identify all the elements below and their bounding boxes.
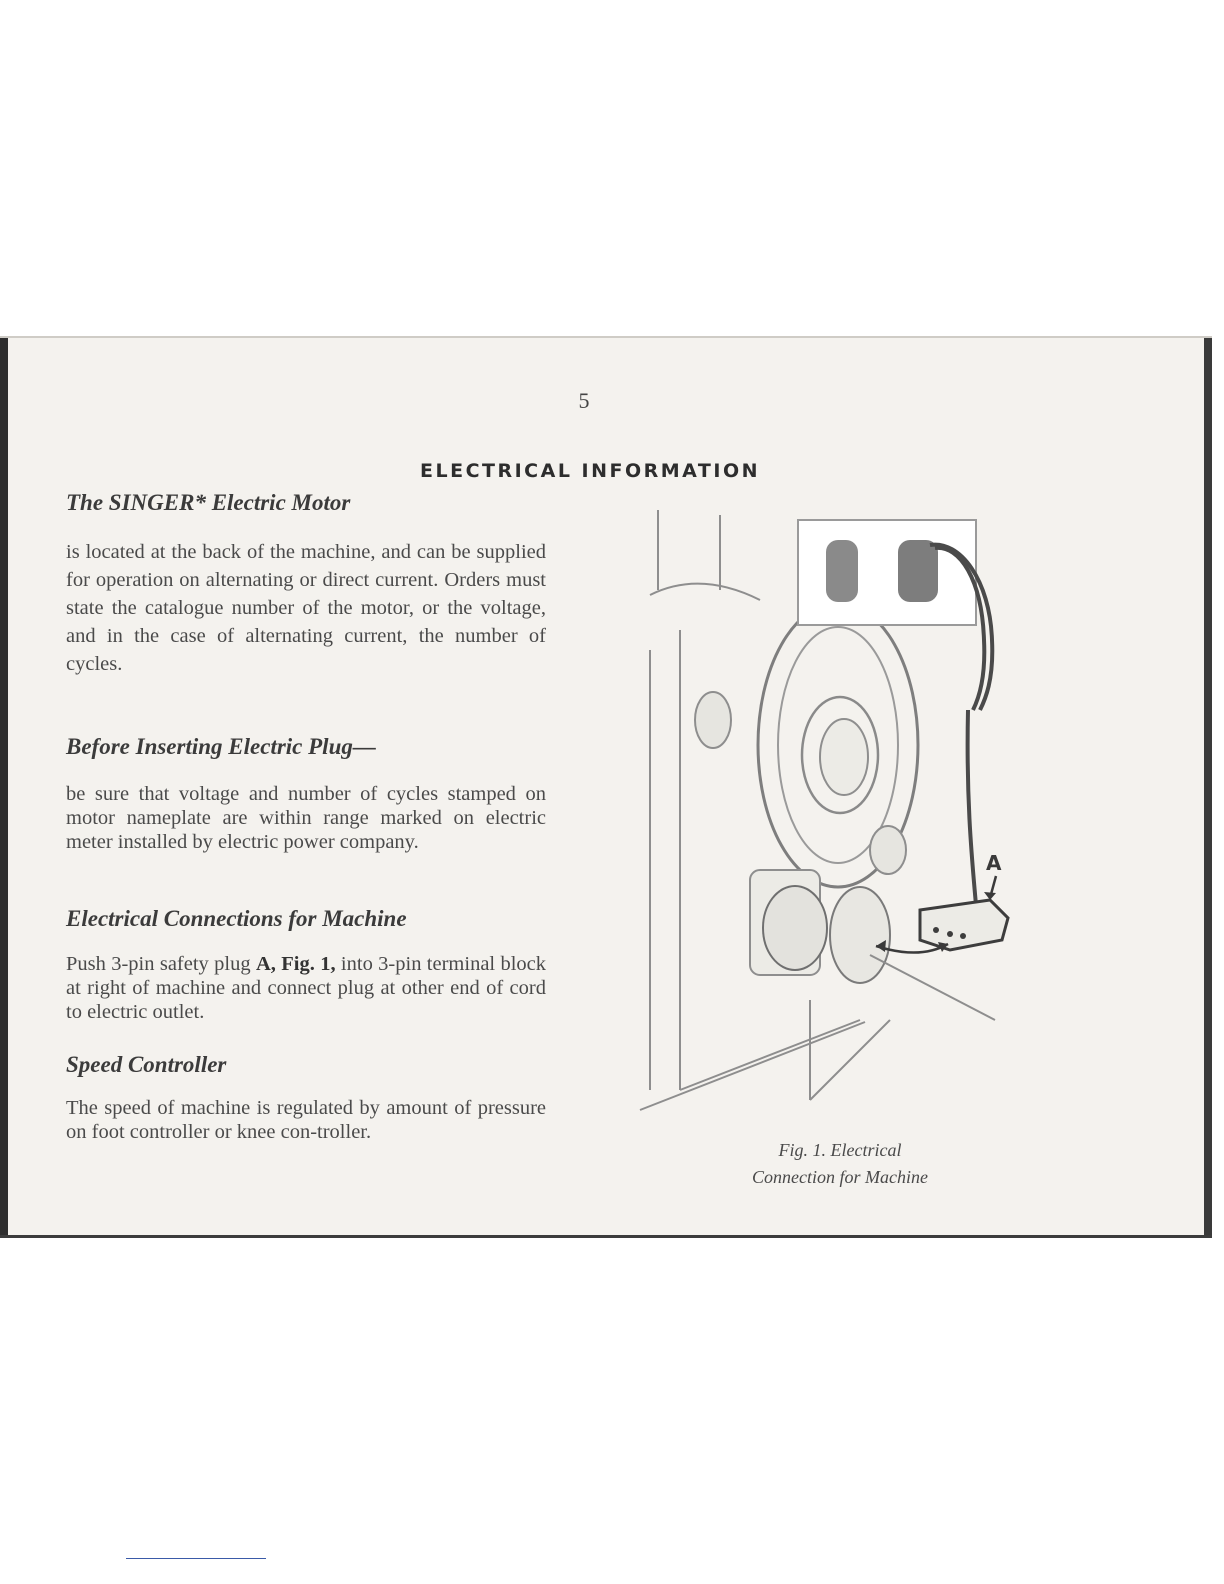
- heading-before-inserting-plug: Before Inserting Electric Plug—: [66, 734, 376, 759]
- heading-electric-motor: The SINGER* Electric Motor: [66, 490, 351, 515]
- paragraph-before-inserting-plug: be sure that voltage and number of cycle…: [66, 783, 546, 853]
- manual-page: [0, 336, 1212, 1238]
- connections-text-reference: A, Fig. 1,: [255, 953, 336, 975]
- section-title: ELECTRICAL INFORMATION: [420, 460, 760, 482]
- machine-connection-illustration: A: [639, 510, 1010, 1111]
- paragraph-electrical-connections: Push 3-pin safety plug A, Fig. 1, into 3…: [66, 952, 546, 1024]
- paragraph-electric-motor: is located at the back of the machine, a…: [66, 541, 546, 675]
- figure-caption: Fig. 1. Electrical Connection for Machin…: [730, 1137, 950, 1191]
- heading-electrical-connections: Electrical Connections for Machine: [66, 906, 407, 931]
- page-number: 5: [578, 388, 590, 413]
- connections-text-end: into 3-pin terminal block at right of ma…: [66, 953, 547, 1023]
- figure-caption-line-1: Fig. 1. Electrical: [778, 1140, 902, 1160]
- heading-speed-controller: Speed Controller: [66, 1052, 227, 1077]
- plug-label-a: A: [986, 851, 1002, 875]
- figure-caption-line-2: Connection for Machine: [752, 1167, 928, 1187]
- paragraph-speed-controller: The speed of machine is regulated by amo…: [66, 1097, 546, 1143]
- connections-text-start: Push 3-pin safety plug: [66, 953, 256, 975]
- footer-rule: [126, 1558, 266, 1559]
